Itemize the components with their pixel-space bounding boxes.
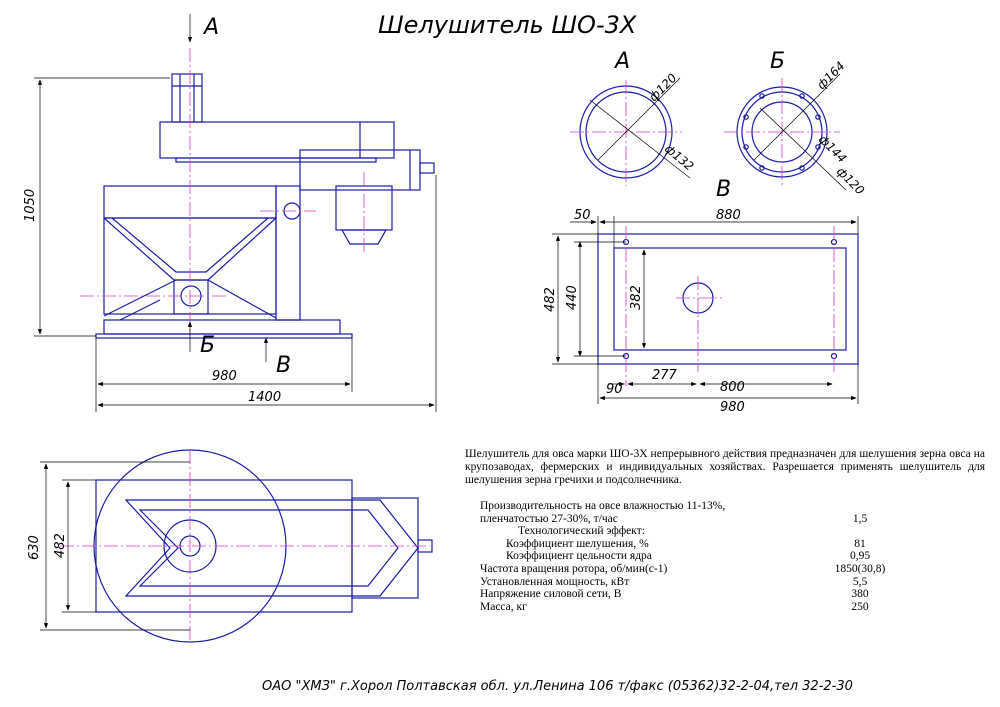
param-label: Частота вращения ротора, об/мин(с-1): [480, 562, 668, 575]
section-b-label: Б: [770, 49, 785, 74]
company-footer: ОАО "ХМЗ" г.Хорол Полтавская обл. ул.Лен…: [262, 679, 853, 694]
dim-dia-164: ф164: [814, 59, 847, 92]
section-a-label: А: [613, 49, 630, 74]
arrow-v-label: В: [276, 353, 291, 378]
param-label: Производительность на овсе влажностью 11…: [480, 500, 726, 512]
drawing-title: Шелушитель ШО-3Х: [378, 11, 637, 39]
param-value: 0,95: [849, 550, 871, 563]
param-row: Частота вращения ротора, об/мин(с-1) 1850…: [480, 563, 890, 576]
param-value: 380: [851, 588, 869, 601]
description-text: Шелушитель для овса марки ШО-3Х непрерыв…: [465, 448, 985, 486]
param-label: Коэффициент шелушения, %: [506, 537, 649, 550]
dim-dia-144: ф144: [816, 132, 849, 165]
param-row: Технологический эффект:: [480, 525, 890, 538]
section-v-label: В: [716, 177, 731, 202]
dim-v-277: 277: [652, 368, 678, 383]
param-row: Коэффициент цельности ядра 0,95: [480, 550, 890, 563]
dim-1050: 1050: [23, 189, 38, 222]
dim-dia-120: ф120: [646, 71, 680, 105]
dim-v-440: 440: [565, 285, 580, 310]
section-a-view: А ф120 ф132: [570, 49, 696, 186]
section-b-view: Б ф164 ф144 ф120: [724, 49, 867, 198]
plan-view: 630 482: [27, 449, 433, 643]
param-value: 5,5: [852, 575, 868, 588]
view-v: В 50 880 482 440 382: [543, 177, 859, 415]
arrow-a-label: А: [202, 15, 219, 40]
param-row: Производительность на овсе влажностью 11…: [480, 500, 890, 513]
dim-v-980: 980: [720, 400, 745, 415]
dim-980: 980: [212, 369, 237, 384]
param-label: Коэффициент цельности ядра: [506, 550, 652, 563]
param-row: Коэффициент шелушения, % 81: [480, 538, 890, 551]
dim-v-50: 50: [574, 208, 591, 223]
param-label: пленчатостью 27-30%, т/час: [480, 512, 618, 525]
dim-v-90: 90: [606, 382, 623, 397]
param-row: Масса, кг 250: [480, 601, 890, 614]
param-label: Напряжение силовой сети, В: [480, 588, 622, 601]
dim-v-880: 880: [716, 208, 741, 223]
front-view: 1050 980 1400 А Б В: [23, 14, 437, 412]
param-value: [830, 500, 890, 513]
arrow-b-label: Б: [200, 333, 215, 358]
dim-plan-482: 482: [53, 533, 68, 558]
dim-plan-630: 630: [27, 535, 42, 560]
dim-dia-120b: ф120: [834, 164, 868, 198]
param-row: Напряжение силовой сети, В 380: [480, 588, 890, 601]
dim-1400: 1400: [248, 390, 281, 405]
param-value: 1850(30,8): [834, 562, 886, 575]
parameters-table: Производительность на овсе влажностью 11…: [480, 500, 890, 613]
dim-v-382: 382: [629, 285, 644, 310]
param-row: Установленная мощность, кВт 5,5: [480, 576, 890, 589]
param-row: пленчатостью 27-30%, т/час 1,5: [480, 513, 890, 526]
dim-v-800: 800: [720, 380, 745, 395]
dim-dia-132: ф132: [662, 142, 696, 174]
param-label: Технологический эффект:: [518, 525, 645, 538]
param-value: 250: [851, 600, 869, 613]
param-value: [830, 525, 890, 538]
param-label: Установленная мощность, кВт: [480, 575, 630, 588]
param-label: Масса, кг: [480, 600, 527, 613]
param-value: 1,5: [852, 512, 868, 525]
param-value: 81: [854, 537, 866, 550]
dim-v-482: 482: [543, 287, 558, 312]
